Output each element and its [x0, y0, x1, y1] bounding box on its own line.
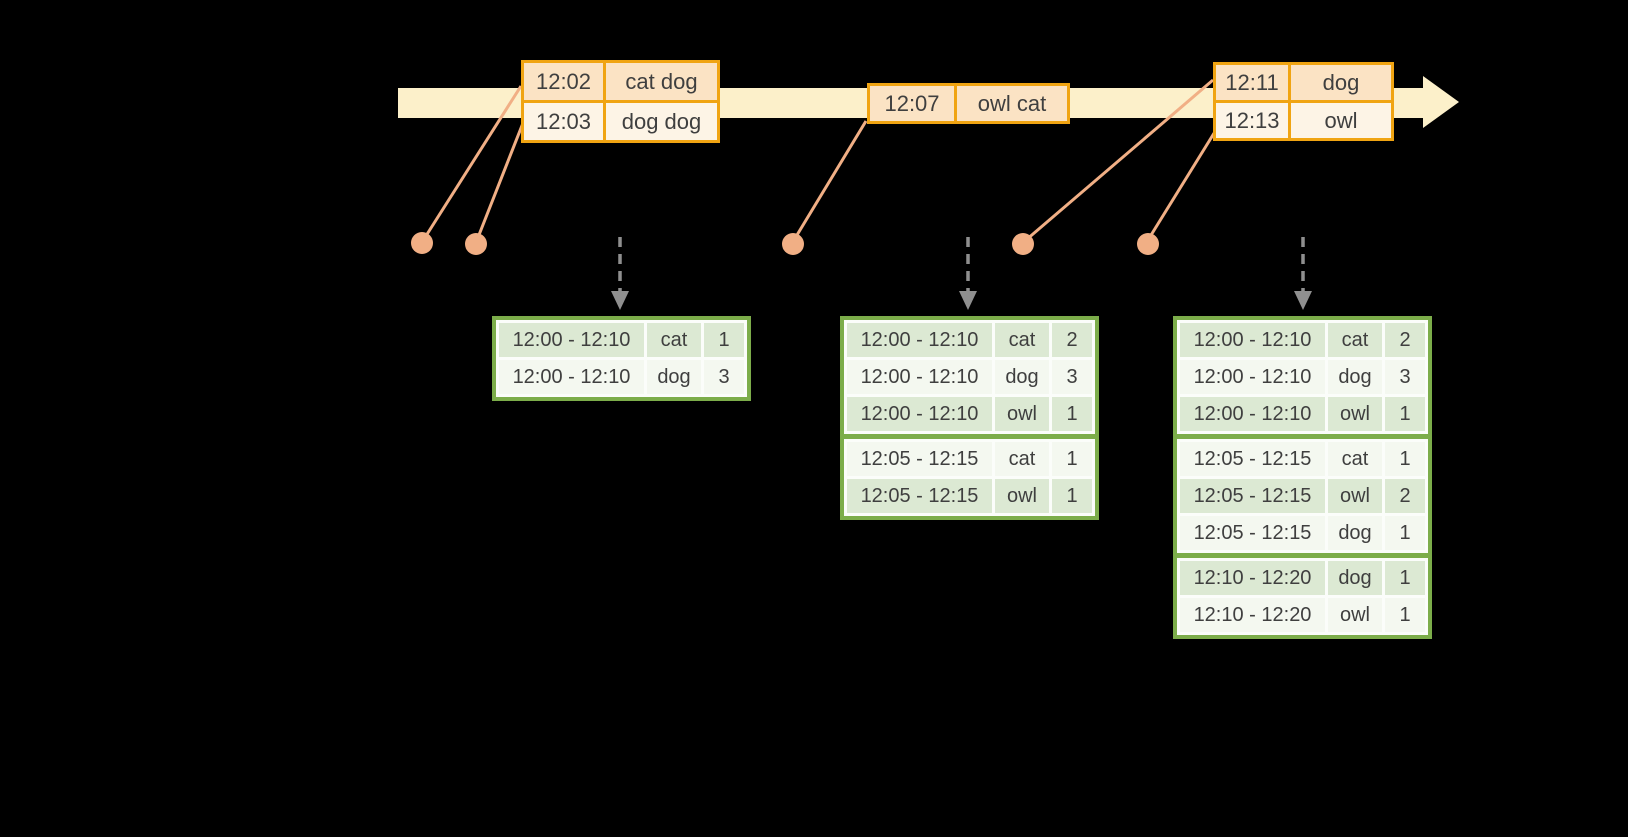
window-cell: 12:00 - 12:10 [1180, 397, 1325, 431]
connector-line [1146, 129, 1218, 241]
event-table-grid: 12:07 owl cat [867, 83, 1070, 124]
window-group: 12:00 - 12:10 cat 2 12:00 - 12:10 dog 3 … [844, 320, 1095, 434]
word-cell: dog [995, 360, 1049, 394]
window-cell: 12:05 - 12:15 [1180, 479, 1325, 513]
word-cell: owl [1328, 397, 1382, 431]
word-cell: cat [995, 442, 1049, 476]
window-cell: 12:05 - 12:15 [847, 442, 992, 476]
count-cell: 1 [1385, 516, 1425, 550]
window-cell: 12:00 - 12:10 [1180, 323, 1325, 357]
window-group: 12:05 - 12:15 cat 1 12:05 - 12:15 owl 2 … [1177, 439, 1428, 553]
result-table-2: 12:00 - 12:10 cat 2 12:00 - 12:10 dog 3 … [840, 316, 1099, 520]
count-cell: 1 [1385, 561, 1425, 595]
count-cell: 1 [1052, 397, 1092, 431]
count-cell: 1 [1052, 442, 1092, 476]
event-words-cell: dog [1291, 65, 1391, 100]
word-cell: cat [1328, 323, 1382, 357]
word-cell: dog [1328, 360, 1382, 394]
event-time-cell: 12:13 [1216, 103, 1288, 138]
timeline-arrowhead-icon [1423, 76, 1459, 128]
count-cell: 1 [1385, 397, 1425, 431]
window-group: 12:10 - 12:20 dog 1 12:10 - 12:20 owl 1 [1177, 558, 1428, 635]
window-cell: 12:05 - 12:15 [1180, 516, 1325, 550]
word-cell: owl [995, 479, 1049, 513]
event-time-cell: 12:03 [524, 103, 603, 140]
window-cell: 12:10 - 12:20 [1180, 561, 1325, 595]
word-cell: cat [995, 323, 1049, 357]
trigger-arrowhead-icon [611, 291, 629, 310]
event-time-cell: 12:02 [524, 63, 603, 100]
word-cell: owl [995, 397, 1049, 431]
connector-line [792, 120, 868, 241]
word-cell: dog [647, 360, 701, 394]
word-cell: owl [1328, 598, 1382, 632]
event-words-cell: dog dog [606, 103, 717, 140]
window-cell: 12:00 - 12:10 [847, 323, 992, 357]
window-cell: 12:00 - 12:10 [847, 397, 992, 431]
count-cell: 2 [1385, 479, 1425, 513]
event-table-grid: 12:02 cat dog 12:03 dog dog [521, 60, 720, 143]
event-dot [411, 232, 433, 254]
count-cell: 1 [704, 323, 744, 357]
word-cell: dog [1328, 516, 1382, 550]
count-cell: 1 [1052, 479, 1092, 513]
event-table-3: 12:11 dog 12:13 owl [1213, 62, 1394, 141]
count-cell: 1 [1385, 598, 1425, 632]
trigger-arrowhead-icon [959, 291, 977, 310]
connector-line [475, 122, 525, 241]
count-cell: 3 [704, 360, 744, 394]
event-dot [1012, 233, 1034, 255]
word-cell: dog [1328, 561, 1382, 595]
connector-line [1025, 78, 1214, 242]
event-words-cell: cat dog [606, 63, 717, 100]
event-table-grid: 12:11 dog 12:13 owl [1213, 62, 1394, 141]
event-time-cell: 12:07 [870, 86, 954, 121]
trigger-arrowhead-icon [1294, 291, 1312, 310]
window-cell: 12:05 - 12:15 [1180, 442, 1325, 476]
word-cell: owl [1328, 479, 1382, 513]
window-cell: 12:00 - 12:10 [499, 360, 644, 394]
window-cell: 12:00 - 12:10 [1180, 360, 1325, 394]
event-table-1: 12:02 cat dog 12:03 dog dog [521, 60, 720, 143]
event-words-cell: owl [1291, 103, 1391, 138]
event-dot [465, 233, 487, 255]
event-dot [1137, 233, 1159, 255]
count-cell: 2 [1385, 323, 1425, 357]
window-group: 12:00 - 12:10 cat 1 12:00 - 12:10 dog 3 [496, 320, 747, 397]
window-cell: 12:00 - 12:10 [847, 360, 992, 394]
result-table-3: 12:00 - 12:10 cat 2 12:00 - 12:10 dog 3 … [1173, 316, 1432, 639]
window-cell: 12:05 - 12:15 [847, 479, 992, 513]
window-group: 12:00 - 12:10 cat 2 12:00 - 12:10 dog 3 … [1177, 320, 1428, 434]
word-cell: cat [1328, 442, 1382, 476]
event-time-cell: 12:11 [1216, 65, 1288, 100]
event-table-2: 12:07 owl cat [867, 83, 1070, 124]
count-cell: 3 [1385, 360, 1425, 394]
window-group: 12:05 - 12:15 cat 1 12:05 - 12:15 owl 1 [844, 439, 1095, 516]
event-words-cell: owl cat [957, 86, 1067, 121]
window-cell: 12:10 - 12:20 [1180, 598, 1325, 632]
count-cell: 2 [1052, 323, 1092, 357]
event-dot [782, 233, 804, 255]
word-cell: cat [647, 323, 701, 357]
connector-line [422, 85, 523, 240]
result-table-1: 12:00 - 12:10 cat 1 12:00 - 12:10 dog 3 [492, 316, 751, 401]
window-cell: 12:00 - 12:10 [499, 323, 644, 357]
count-cell: 3 [1052, 360, 1092, 394]
count-cell: 1 [1385, 442, 1425, 476]
